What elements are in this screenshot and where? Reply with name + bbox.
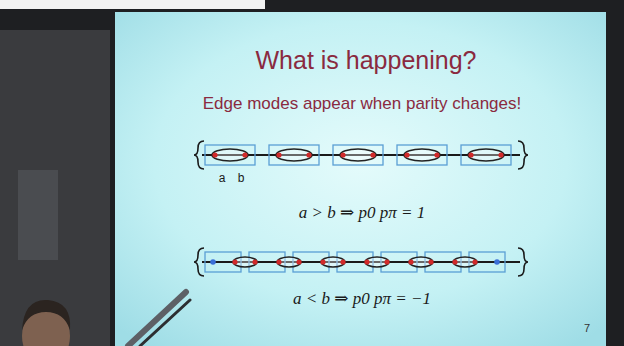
site-dot: [404, 152, 409, 157]
unit-cell-box: [205, 145, 255, 165]
brace: [194, 248, 204, 276]
site-dot: [276, 259, 281, 264]
unit-cell-box: [293, 252, 329, 272]
site-dot: [242, 152, 247, 157]
dimer-bond: [212, 149, 248, 161]
dimer-bond: [277, 257, 301, 267]
unit-cell-box: [425, 252, 461, 272]
site-dot: [296, 259, 301, 264]
subtitle: Edge modes appear when parity changes!: [203, 94, 521, 114]
dimer-bond: [276, 149, 312, 161]
site-dot: [212, 152, 217, 157]
site-dot: [452, 259, 457, 264]
dimer-bond: [409, 257, 433, 267]
dimer-bond: [365, 257, 389, 267]
site-dot: [468, 152, 473, 157]
site-dot: [370, 152, 375, 157]
site-dot: [252, 259, 257, 264]
dimer-bond: [340, 149, 376, 161]
slide-title: What is happening?: [256, 46, 477, 75]
unit-cell-box: [397, 145, 447, 165]
site-dot: [340, 152, 345, 157]
dimer-bond: [404, 149, 440, 161]
unit-cell-box: [269, 145, 319, 165]
site-label: b: [238, 172, 245, 186]
site-dot: [306, 152, 311, 157]
edge-mode-dot: [494, 259, 500, 265]
site-dot: [384, 259, 389, 264]
wall-panel: [0, 30, 110, 346]
site-dot: [434, 152, 439, 157]
speaker-hair: [22, 300, 70, 330]
site-label: a: [219, 172, 226, 186]
site-dot: [364, 259, 369, 264]
light-strip: [0, 0, 265, 9]
brace: [518, 248, 528, 276]
projected-slide: [115, 12, 606, 346]
site-dot: [232, 259, 237, 264]
unit-cell-box: [337, 252, 373, 272]
equation: a < b ⇒ p0 pπ = −1: [293, 289, 431, 309]
wall-patch: [18, 170, 58, 260]
unit-cell-box: [469, 252, 505, 272]
unit-cell-box: [249, 252, 285, 272]
equation: a > b ⇒ p0 pπ = 1: [299, 203, 425, 223]
unit-cell-box: [461, 145, 511, 165]
slide-number: 7: [584, 322, 590, 335]
site-dot: [472, 259, 477, 264]
unit-cell-box: [205, 252, 241, 272]
brace: [194, 141, 204, 169]
unit-cell-box: [381, 252, 417, 272]
dimer-bond: [453, 257, 477, 267]
site-dot: [428, 259, 433, 264]
unit-cell-box: [333, 145, 383, 165]
microphone: [128, 292, 186, 346]
site-dot: [340, 259, 345, 264]
microphone-stand: [140, 300, 190, 346]
site-dot: [276, 152, 281, 157]
dimer-bond: [233, 257, 257, 267]
dimer-bond: [321, 257, 345, 267]
site-dot: [320, 259, 325, 264]
site-dot: [498, 152, 503, 157]
edge-mode-dot: [210, 259, 216, 265]
dimer-bond: [468, 149, 504, 161]
brace: [518, 141, 528, 169]
site-dot: [408, 259, 413, 264]
